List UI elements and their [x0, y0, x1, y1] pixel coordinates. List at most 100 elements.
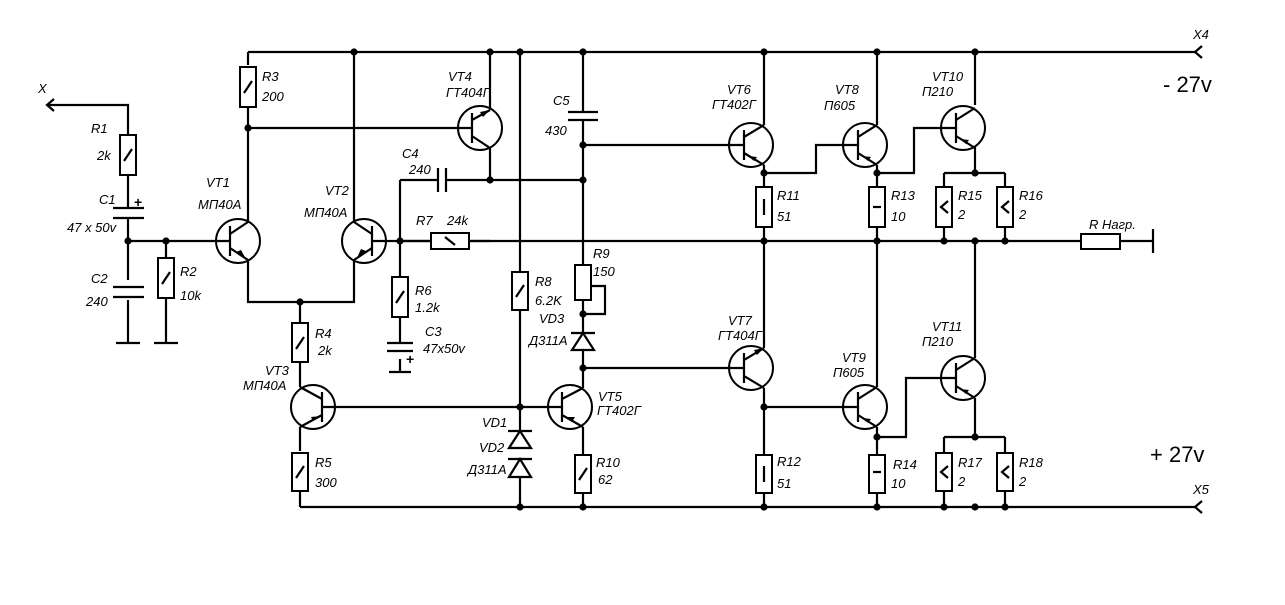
vt6-type: ГТ402Г: [712, 97, 757, 112]
r13-ref: R13: [891, 188, 916, 203]
vt10-type: П210: [922, 84, 954, 99]
r14-ref: R14: [893, 457, 917, 472]
transistor-vt2: VT2 МП40А: [304, 183, 387, 264]
resistor-r18: R18 2: [996, 452, 1044, 492]
resistor-r14: R14 10: [868, 454, 917, 494]
vt8-ref: VT8: [835, 82, 860, 97]
vt9-type: П605: [833, 365, 865, 380]
r2-ref: R2: [180, 264, 197, 279]
vt4-type: ГТ404Г: [446, 85, 491, 100]
resistor-r15: R15 2: [935, 186, 983, 228]
vt2-type: МП40А: [304, 205, 347, 220]
transistor-vt4: VT4 ГТ404Г: [446, 69, 503, 151]
resistor-r5: R5 300: [291, 452, 337, 492]
transistor-vt7: VT7 ГТ404Г: [718, 313, 774, 391]
vt5-ref: VT5: [598, 389, 623, 404]
vt7-type: ГТ404Г: [718, 328, 763, 343]
resistor-r4: R4 2k: [291, 322, 333, 363]
vt1-ref: VT1: [206, 175, 230, 190]
wires: [45, 45, 1203, 514]
capacitor-c1: + C1 47 x 50v: [67, 192, 144, 235]
vd2-ref: VD2: [479, 440, 505, 455]
c5-value: 430: [545, 123, 567, 138]
vt3-type: МП40А: [243, 378, 286, 393]
r9-ref: R9: [593, 246, 610, 261]
r8-value: 6.2K: [535, 293, 563, 308]
r1-ref: R1: [91, 121, 108, 136]
r11-ref: R11: [777, 188, 800, 203]
vt9-ref: VT9: [842, 350, 866, 365]
capacitor-c3: + C3 47x50v: [387, 324, 466, 367]
vt1-type: МП40А: [198, 197, 241, 212]
vt6-ref: VT6: [727, 82, 752, 97]
r5-value: 300: [315, 475, 337, 490]
r7-ref: R7: [416, 213, 433, 228]
vd1-ref: VD1: [482, 415, 507, 430]
resistor-r6: R6 1.2k: [391, 276, 441, 318]
input-terminal-chevron: [45, 98, 55, 112]
vt2-ref: VT2: [325, 183, 350, 198]
r12-ref: R12: [777, 454, 802, 469]
vt11-type: П210: [922, 334, 954, 349]
capacitor-c4: C4 240: [402, 146, 448, 192]
r4-value: 2k: [317, 343, 333, 358]
r12-value: 51: [777, 476, 791, 491]
c3-value: 47x50v: [423, 341, 466, 356]
r2-value: 10k: [180, 288, 202, 303]
vd2-type: Д311А: [466, 462, 507, 477]
r13-value: 10: [891, 209, 906, 224]
x4-terminal-chevron: [1193, 45, 1203, 59]
r16-ref: R16: [1019, 188, 1044, 203]
positive-supply-label: + 27v: [1150, 442, 1204, 467]
vt7-ref: VT7: [728, 313, 753, 328]
r14-value: 10: [891, 476, 906, 491]
r16-value: 2: [1018, 207, 1027, 222]
capacitor-c5: C5 430: [545, 93, 598, 138]
c2-ref: C2: [91, 271, 108, 286]
c5-ref: C5: [553, 93, 570, 108]
r5-ref: R5: [315, 455, 332, 470]
c3-ref: C3: [425, 324, 442, 339]
diode-vd1: [506, 428, 534, 450]
transistor-vt10: VT10 П210: [922, 69, 986, 151]
resistor-r11: R11 51: [755, 186, 800, 228]
load-resistor-label: R Нагр.: [1089, 217, 1136, 232]
transistor-vt1: VT1 МП40А: [198, 175, 261, 264]
resistor-r1: R1 2k: [91, 121, 137, 176]
c2-value: 240: [85, 294, 108, 309]
r15-value: 2: [957, 207, 966, 222]
resistor-r8: R8 6.2K: [511, 271, 563, 311]
transistor-vt3: VT3 МП40А: [243, 363, 336, 430]
r8-ref: R8: [535, 274, 552, 289]
resistor-r9: R9 150: [574, 246, 615, 301]
r3-ref: R3: [262, 69, 279, 84]
resistor-r13: R13 10: [868, 186, 916, 228]
r18-ref: R18: [1019, 455, 1044, 470]
r4-ref: R4: [315, 326, 332, 341]
vt10-ref: VT10: [932, 69, 964, 84]
load-resistor: R Нагр.: [1080, 217, 1136, 250]
transistor-vt9: VT9 П605: [833, 350, 888, 430]
transistor-vt6: VT6 ГТ402Г: [712, 82, 774, 168]
x5-terminal-label: X5: [1192, 482, 1210, 497]
vt5-type: ГТ402Г: [597, 403, 642, 418]
diode-vd3: VD3 Д311А: [527, 311, 597, 352]
resistor-r7: R7 24k: [416, 213, 470, 250]
negative-supply-label: - 27v: [1163, 72, 1212, 97]
transistor-vt11: VT11 П210: [922, 319, 986, 401]
vd3-type: Д311А: [527, 333, 568, 348]
r6-value: 1.2k: [415, 300, 441, 315]
c4-value: 240: [408, 162, 431, 177]
transistor-vt8: VT8 П605: [824, 82, 888, 168]
diode-vd2: VD1 VD2 Д311А: [466, 415, 533, 479]
r6-ref: R6: [415, 283, 432, 298]
c1-value: 47 x 50v: [67, 220, 118, 235]
r15-ref: R15: [958, 188, 983, 203]
r18-value: 2: [1018, 474, 1027, 489]
r10-ref: R10: [596, 455, 621, 470]
input-terminal-label: X: [37, 81, 48, 96]
vd3-ref: VD3: [539, 311, 565, 326]
x4-terminal-label: X4: [1192, 27, 1209, 42]
transistor-vt5: VT5 ГТ402Г: [547, 384, 642, 430]
